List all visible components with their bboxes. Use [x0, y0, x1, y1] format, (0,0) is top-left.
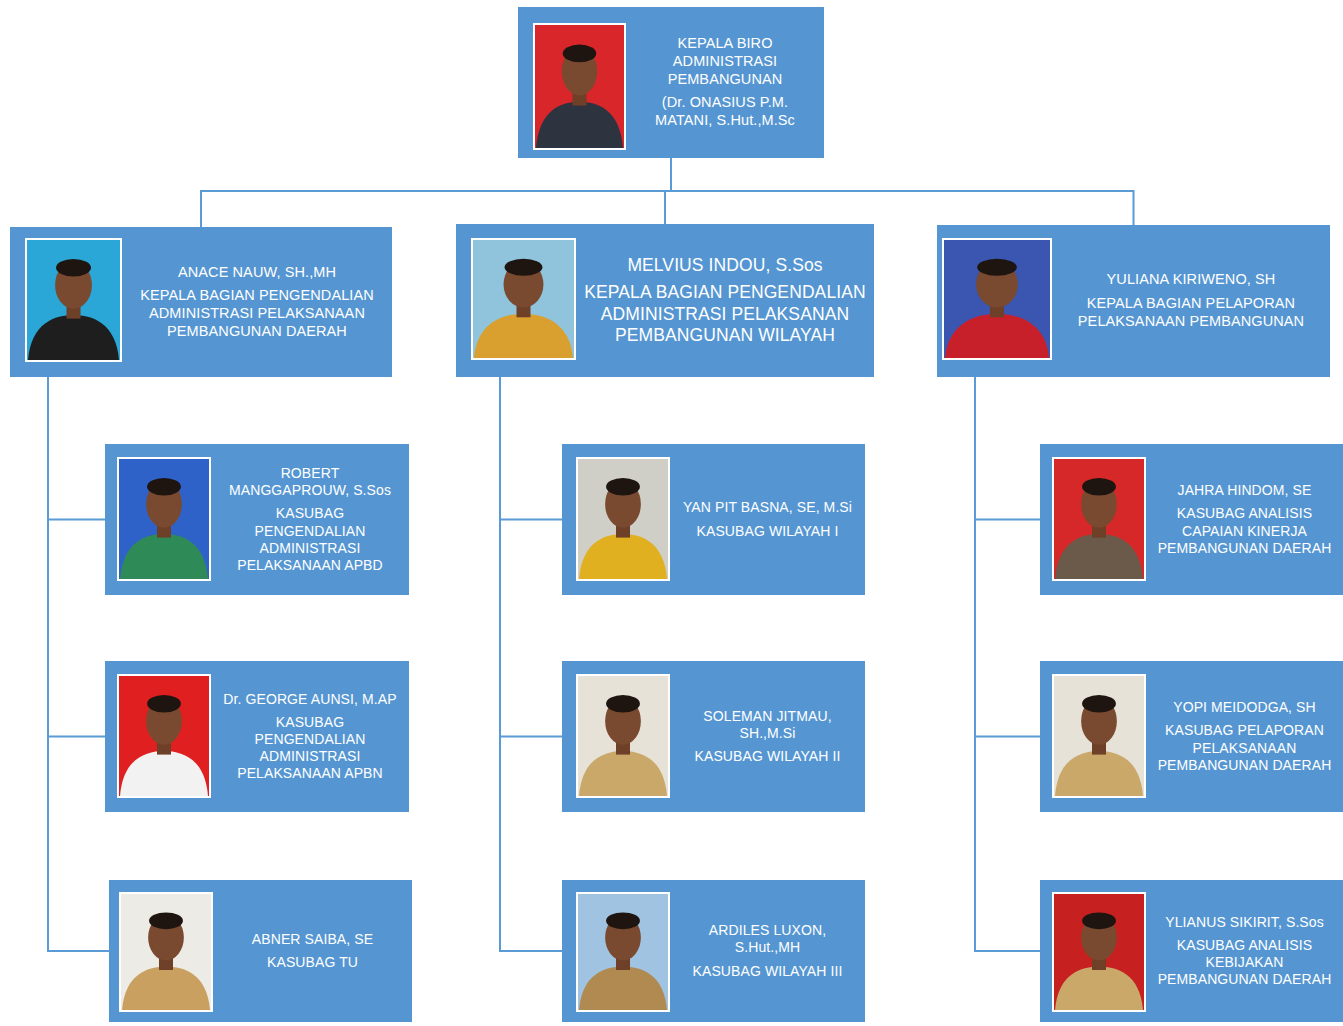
portrait-photo [117, 674, 211, 798]
position-box: SOLEMAN JITMAU, SH.,M.SiKASUBAG WILAYAH … [562, 661, 865, 812]
portrait-photo [119, 892, 213, 1012]
portrait-photo [1052, 674, 1146, 798]
portrait-photo [942, 238, 1052, 360]
position-box: ANACE NAUW, SH.,MH KEPALA BAGIAN PENGENDA… [10, 227, 392, 377]
portrait-photo [1052, 892, 1146, 1012]
text-group: KEPALA BIRO ADMINISTRASI PEMBANGUNAN (Dr.… [634, 35, 816, 129]
text-group: YLIANUS SIKIRIT, S.SosKASUBAG ANALISIS K… [1154, 914, 1335, 988]
text-group: ROBERT MANGGAPROUW, S.SosKASUBAG PENGEND… [219, 465, 401, 573]
text-group: ANACE NAUW, SH.,MH KEPALA BAGIAN PENGENDA… [130, 264, 384, 341]
text-group: ARDILES LUXON, S.Hut.,MH KASUBAG WILAYAH … [678, 922, 857, 979]
text-area: SOLEMAN JITMAU, SH.,M.SiKASUBAG WILAYAH … [678, 661, 857, 812]
text-group: JAHRA HINDOM, SE KASUBAG ANALISIS CAPAIAN… [1154, 482, 1335, 556]
connector-line [671, 158, 1134, 225]
text-group: YOPI MEIDODGA, SH KASUBAG PELAPORAN PELAK… [1154, 699, 1335, 773]
position-box: YOPI MEIDODGA, SH KASUBAG PELAPORAN PELAK… [1040, 661, 1343, 812]
position-box: YAN PIT BASNA, SE, M.SiKASUBAG WILAYAH I [562, 444, 865, 595]
position-box: Dr. GEORGE AUNSI, M.AP KASUBAG PENGENDALI… [105, 661, 409, 812]
head-box: KEPALA BIRO ADMINISTRASI PEMBANGUNAN (Dr.… [518, 7, 824, 158]
connector-line [201, 158, 671, 227]
box-text-primary: KEPALA BIRO ADMINISTRASI PEMBANGUNAN [634, 35, 816, 88]
box-text-secondary: KASUBAG PENGENDALIAN ADMINISTRASI PELAKS… [219, 505, 401, 573]
box-text-secondary: KASUBAG WILAYAH III [678, 963, 857, 980]
text-area: YLIANUS SIKIRIT, S.SosKASUBAG ANALISIS K… [1154, 880, 1335, 1022]
box-text-secondary: KASUBAG TU [221, 954, 404, 971]
box-text-primary: YAN PIT BASNA, SE, M.Si [678, 499, 857, 516]
text-group: ABNER SAIBA, SE KASUBAG TU [221, 931, 404, 971]
box-text-secondary: KASUBAG PENGENDALIAN ADMINISTRASI PELAKS… [219, 714, 401, 782]
text-group: Dr. GEORGE AUNSI, M.AP KASUBAG PENGENDALI… [219, 691, 401, 782]
text-group: SOLEMAN JITMAU, SH.,M.SiKASUBAG WILAYAH … [678, 708, 857, 765]
text-group: YULIANA KIRIWENO, SH KEPALA BAGIAN PELAPO… [1060, 271, 1322, 330]
connector-line [500, 377, 562, 737]
position-box: MELVIUS INDOU, S.SosKEPALA BAGIAN PENGEN… [456, 224, 874, 377]
text-area: JAHRA HINDOM, SE KASUBAG ANALISIS CAPAIAN… [1154, 444, 1335, 595]
portrait-photo [533, 23, 626, 150]
text-area: ROBERT MANGGAPROUW, S.SosKASUBAG PENGEND… [219, 444, 401, 595]
box-text-secondary: KEPALA BAGIAN PENGENDALIAN ADMINISTRASI … [130, 287, 384, 340]
text-group: MELVIUS INDOU, S.SosKEPALA BAGIAN PENGEN… [584, 255, 866, 346]
position-box: JAHRA HINDOM, SE KASUBAG ANALISIS CAPAIAN… [1040, 444, 1343, 595]
box-text-primary: Dr. GEORGE AUNSI, M.AP [219, 691, 401, 708]
portrait-photo [471, 238, 576, 360]
connector-line [48, 377, 105, 520]
box-text-secondary: KASUBAG ANALISIS KEBIJAKAN PEMBANGUNAN D… [1154, 937, 1335, 988]
position-box: YLIANUS SIKIRIT, S.SosKASUBAG ANALISIS K… [1040, 880, 1343, 1022]
box-text-primary: MELVIUS INDOU, S.Sos [584, 255, 866, 276]
connector-line [500, 377, 562, 951]
box-text-primary: JAHRA HINDOM, SE [1154, 482, 1335, 499]
box-text-primary: YLIANUS SIKIRIT, S.Sos [1154, 914, 1335, 931]
box-text-primary: ABNER SAIBA, SE [221, 931, 404, 948]
text-area: ARDILES LUXON, S.Hut.,MH KASUBAG WILAYAH … [678, 880, 857, 1022]
connector-line [975, 377, 1040, 737]
text-area: ABNER SAIBA, SE KASUBAG TU [221, 880, 404, 1022]
portrait-photo [1052, 457, 1146, 581]
text-area: KEPALA BIRO ADMINISTRASI PEMBANGUNAN (Dr.… [634, 7, 816, 158]
box-text-secondary: KASUBAG ANALISIS CAPAIAN KINERJA PEMBANG… [1154, 505, 1335, 556]
connector-line [975, 377, 1040, 520]
box-text-secondary: KEPALA BAGIAN PENGENDALIAN ADMINISTRASI … [584, 282, 866, 346]
box-text-primary: ANACE NAUW, SH.,MH [130, 264, 384, 282]
position-box: YULIANA KIRIWENO, SH KEPALA BAGIAN PELAPO… [937, 225, 1330, 377]
text-group: YAN PIT BASNA, SE, M.SiKASUBAG WILAYAH I [678, 499, 857, 539]
position-box: ABNER SAIBA, SE KASUBAG TU [109, 880, 412, 1022]
connector-line [975, 377, 1040, 951]
box-text-primary: SOLEMAN JITMAU, SH.,M.Si [678, 708, 857, 742]
box-text-primary: ROBERT MANGGAPROUW, S.Sos [219, 465, 401, 499]
box-text-primary: YULIANA KIRIWENO, SH [1060, 271, 1322, 289]
portrait-photo [576, 457, 670, 581]
box-text-secondary: KASUBAG WILAYAH II [678, 748, 857, 765]
connector-line [500, 377, 562, 520]
box-text-primary: YOPI MEIDODGA, SH [1154, 699, 1335, 716]
portrait-photo [576, 892, 670, 1012]
portrait-photo [25, 238, 122, 362]
box-text-secondary: KASUBAG WILAYAH I [678, 523, 857, 540]
text-area: YULIANA KIRIWENO, SH KEPALA BAGIAN PELAPO… [1060, 225, 1322, 377]
portrait-photo [117, 457, 211, 581]
portrait-photo [576, 674, 670, 798]
box-text-secondary: KEPALA BAGIAN PELAPORAN PELAKSANAAN PEMB… [1060, 295, 1322, 330]
position-box: ROBERT MANGGAPROUW, S.SosKASUBAG PENGEND… [105, 444, 409, 595]
box-text-secondary: (Dr. ONASIUS P.M. MATANI, S.Hut.,M.Sc [634, 94, 816, 129]
text-area: YAN PIT BASNA, SE, M.SiKASUBAG WILAYAH I [678, 444, 857, 595]
text-area: YOPI MEIDODGA, SH KASUBAG PELAPORAN PELAK… [1154, 661, 1335, 812]
text-area: MELVIUS INDOU, S.SosKEPALA BAGIAN PENGEN… [584, 224, 866, 377]
position-box: ARDILES LUXON, S.Hut.,MH KASUBAG WILAYAH … [562, 880, 865, 1022]
text-area: Dr. GEORGE AUNSI, M.AP KASUBAG PENGENDALI… [219, 661, 401, 812]
connector-line [48, 377, 109, 951]
box-text-primary: ARDILES LUXON, S.Hut.,MH [678, 922, 857, 956]
box-text-secondary: KASUBAG PELAPORAN PELAKSANAAN PEMBANGUNA… [1154, 722, 1335, 773]
text-area: ANACE NAUW, SH.,MH KEPALA BAGIAN PENGENDA… [130, 227, 384, 377]
connector-line [48, 377, 105, 737]
